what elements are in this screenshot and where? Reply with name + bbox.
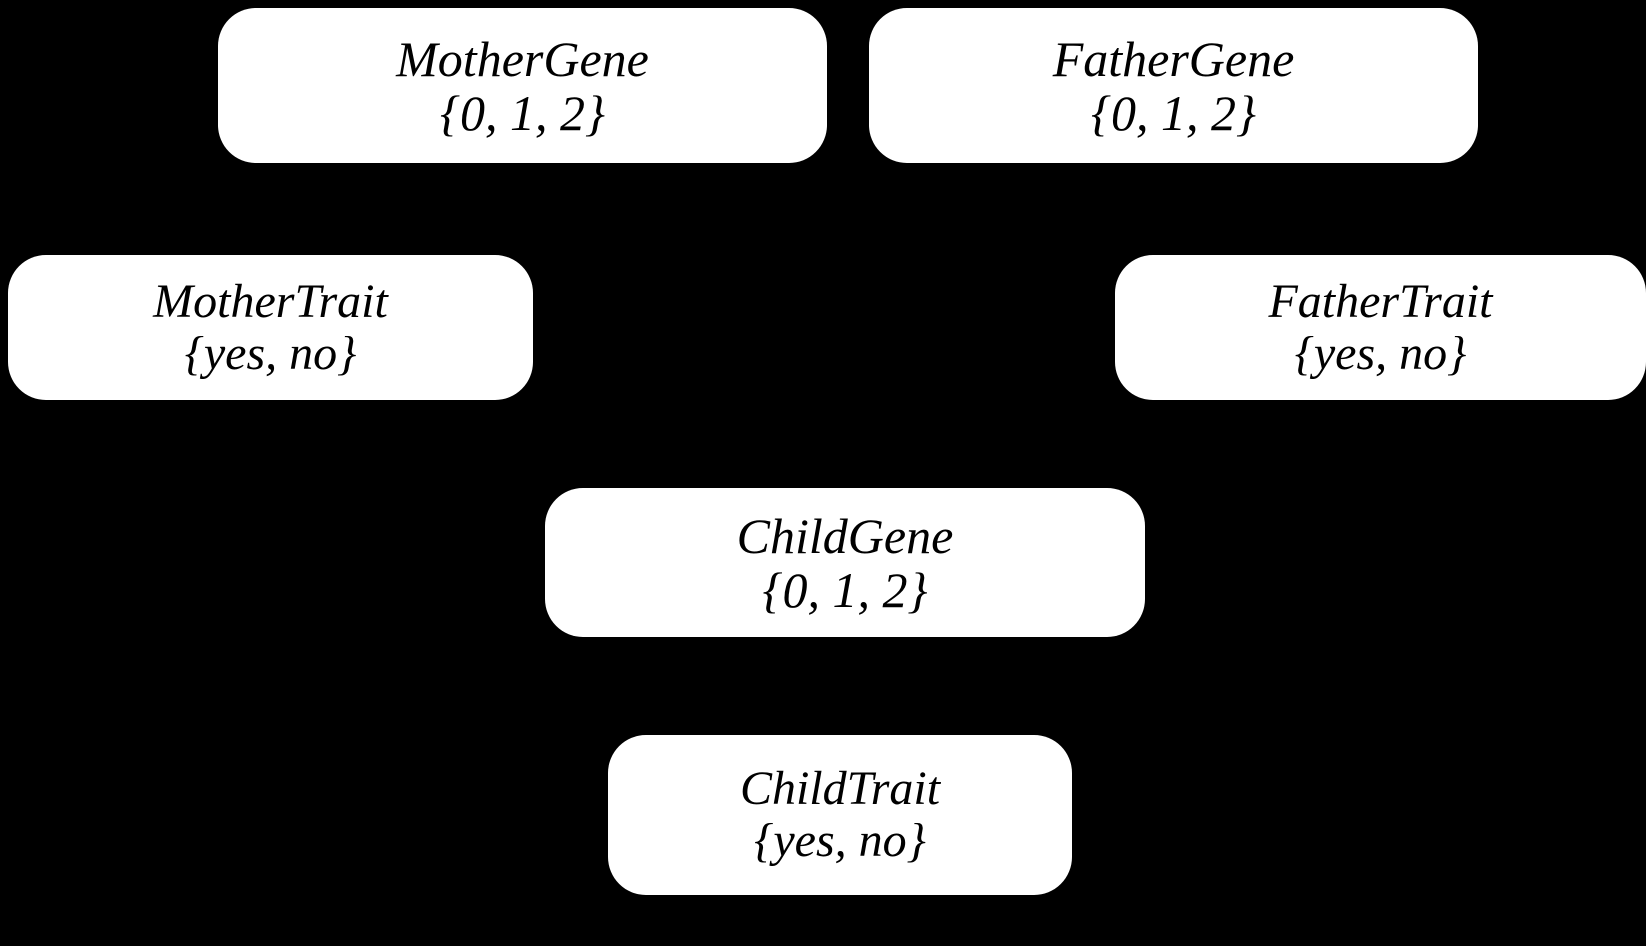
node-mother-gene-domain: {0, 1, 2} [440,84,605,141]
node-father-trait-domain: {yes, no} [1294,326,1467,380]
node-mother-trait-title: MotherTrait [153,274,388,328]
node-mother-gene[interactable]: MotherGene {0, 1, 2} [218,8,827,163]
node-mother-gene-title: MotherGene [396,30,649,87]
node-mother-trait-domain: {yes, no} [184,326,357,380]
node-child-trait[interactable]: ChildTrait {yes, no} [608,735,1072,895]
node-father-trait[interactable]: FatherTrait {yes, no} [1115,255,1646,400]
node-father-trait-title: FatherTrait [1268,274,1493,328]
node-child-gene-domain: {0, 1, 2} [762,561,928,618]
node-father-gene-domain: {0, 1, 2} [1091,84,1256,141]
node-mother-trait[interactable]: MotherTrait {yes, no} [8,255,533,400]
node-child-gene[interactable]: ChildGene {0, 1, 2} [545,488,1145,637]
node-child-trait-domain: {yes, no} [754,814,926,867]
node-child-gene-title: ChildGene [736,507,954,564]
node-father-gene-title: FatherGene [1052,30,1295,87]
node-father-gene[interactable]: FatherGene {0, 1, 2} [869,8,1478,163]
node-child-trait-title: ChildTrait [739,762,941,816]
